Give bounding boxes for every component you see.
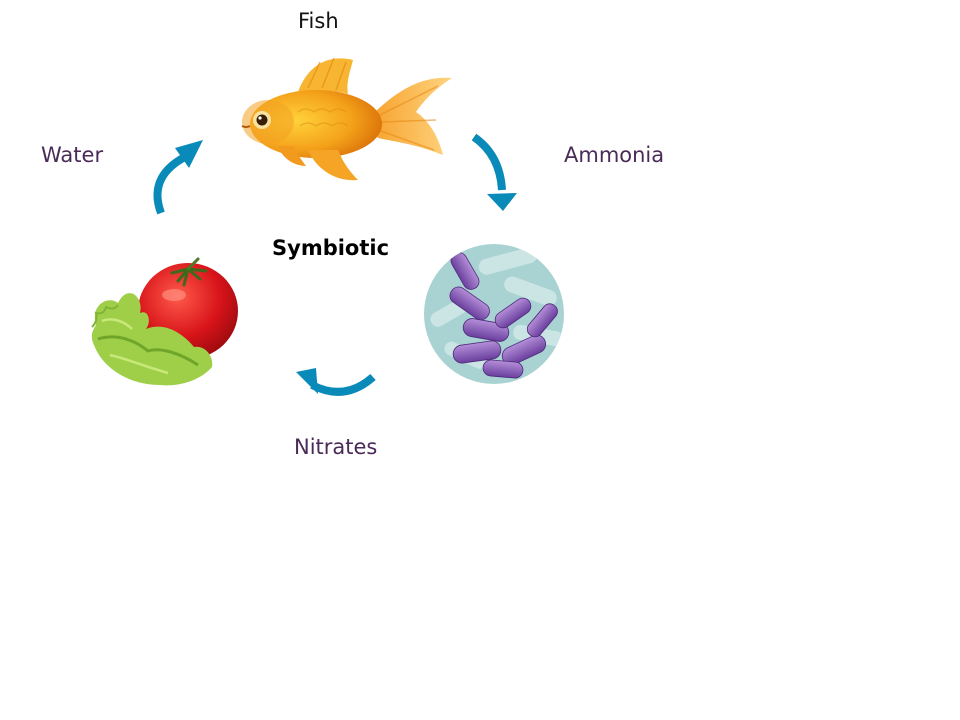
arrowhead-plants-to-fish bbox=[175, 140, 203, 168]
tomato-lettuce-image bbox=[91, 257, 238, 386]
nitrates-edge-label: Nitrates bbox=[294, 435, 378, 459]
bacteria-image bbox=[424, 244, 564, 384]
fish-label: Fish bbox=[298, 9, 339, 33]
arrow-bacteria-to-plants bbox=[310, 373, 376, 396]
arrow-plants-to-fish bbox=[153, 154, 186, 215]
water-edge-label: Water bbox=[41, 143, 104, 167]
ammonia-edge-label: Ammonia bbox=[564, 143, 665, 167]
arrowhead-fish-to-bacteria bbox=[487, 193, 517, 211]
arrowhead-bacteria-to-plants bbox=[296, 368, 318, 394]
arrow-fish-to-bacteria bbox=[471, 133, 506, 191]
center-label: Symbiotic bbox=[272, 236, 390, 260]
goldfish-image bbox=[241, 57, 452, 181]
